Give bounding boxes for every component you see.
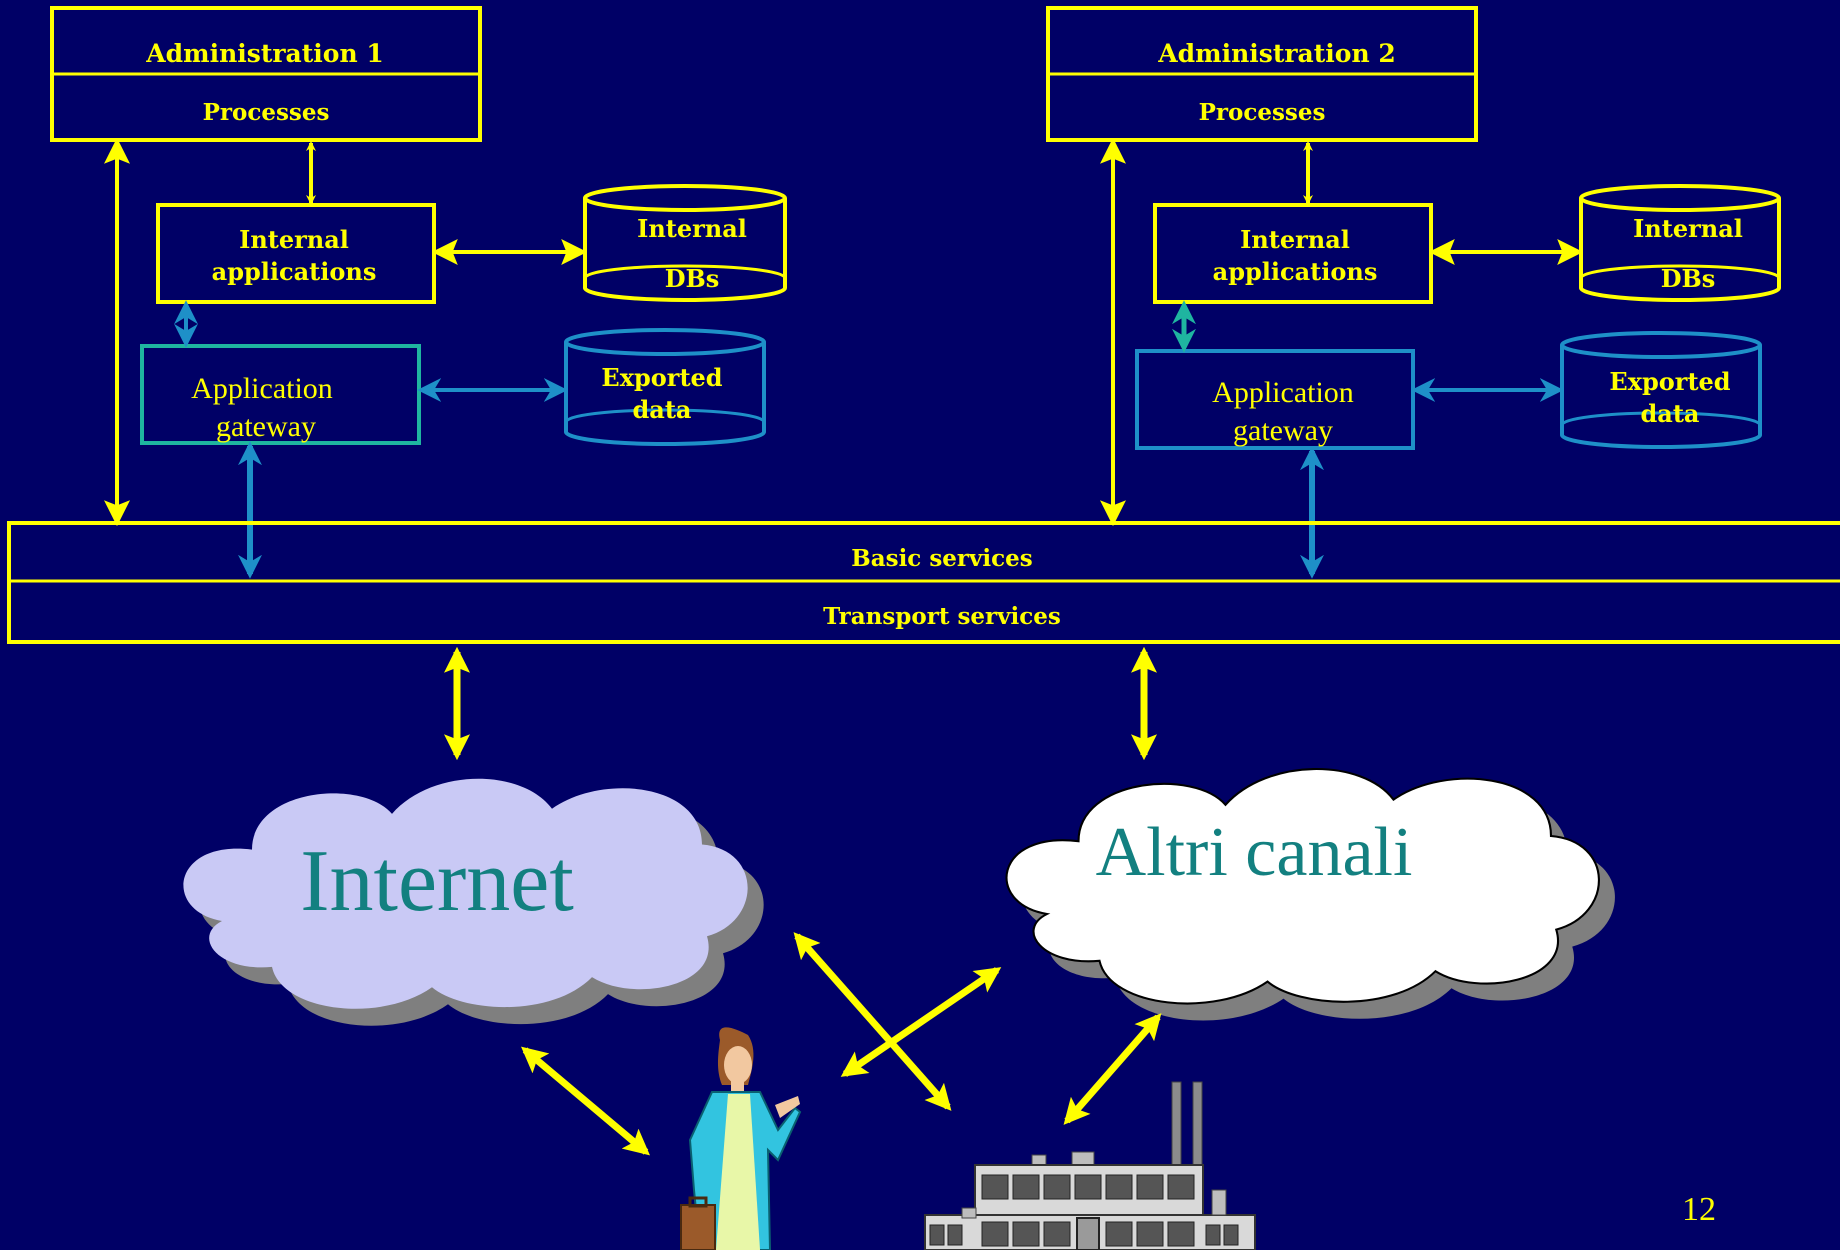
- admin2-internal-apps-label-2: applications: [1213, 257, 1378, 286]
- admin1-group: Administration 1 Processes Internal appl…: [50, 6, 787, 579]
- admin1-exported-data-cylinder[interactable]: [564, 328, 766, 446]
- admin1-internal-dbs-label-2: DBs: [665, 264, 720, 293]
- arrow-other-channels-factory: [1063, 1013, 1162, 1125]
- admin2-internal-dbs-label-2: DBs: [1661, 264, 1716, 293]
- admin2-internal-dbs-cylinder[interactable]: [1579, 184, 1781, 302]
- admin2-gateway-label-2: gateway: [1233, 414, 1333, 447]
- admin2-exported-data-cylinder[interactable]: [1560, 331, 1762, 449]
- arrow-other-channels-woman: [840, 967, 1002, 1077]
- businesswoman-icon: [680, 1027, 802, 1250]
- admin2-gateway-label: Application: [1212, 376, 1354, 409]
- other-channels-cloud[interactable]: [1005, 767, 1615, 1021]
- admin1-processes: Processes: [203, 99, 330, 126]
- admin1-gateway-label-2: gateway: [216, 410, 316, 443]
- arrow-internet-woman: [521, 1046, 650, 1156]
- admin2-internal-apps-label: Internal: [1240, 225, 1350, 254]
- transport-services-label: Transport services: [823, 603, 1061, 630]
- other-channels-label: Altri canali: [1096, 814, 1413, 891]
- admin1-exported-data-label: Exported: [601, 363, 722, 392]
- admin1-title: Administration 1: [145, 39, 384, 68]
- services-bar: Basic services Transport services: [7, 521, 1840, 644]
- admin2-exported-data-label-2: data: [1641, 399, 1700, 428]
- basic-services-label: Basic services: [851, 545, 1032, 572]
- admin2-internal-dbs-label: Internal: [1633, 214, 1743, 243]
- admin2-group: Administration 2 Processes Internal appl…: [1046, 6, 1781, 579]
- admin1-internal-apps-label-2: applications: [212, 257, 377, 286]
- admin2-processes: Processes: [1199, 99, 1326, 126]
- admin1-internal-dbs-label: Internal: [637, 214, 747, 243]
- admin1-internal-apps-label: Internal: [239, 225, 349, 254]
- factory-icon: [924, 1081, 1256, 1250]
- page-number: 12: [1682, 1191, 1716, 1228]
- internet-label: Internet: [300, 833, 574, 930]
- admin1-exported-data-label-2: data: [633, 395, 692, 424]
- admin2-title: Administration 2: [1157, 39, 1396, 68]
- admin1-gateway-label: Application: [191, 372, 333, 405]
- admin2-exported-data-label: Exported: [1609, 367, 1730, 396]
- admin1-internal-dbs-cylinder[interactable]: [583, 184, 787, 302]
